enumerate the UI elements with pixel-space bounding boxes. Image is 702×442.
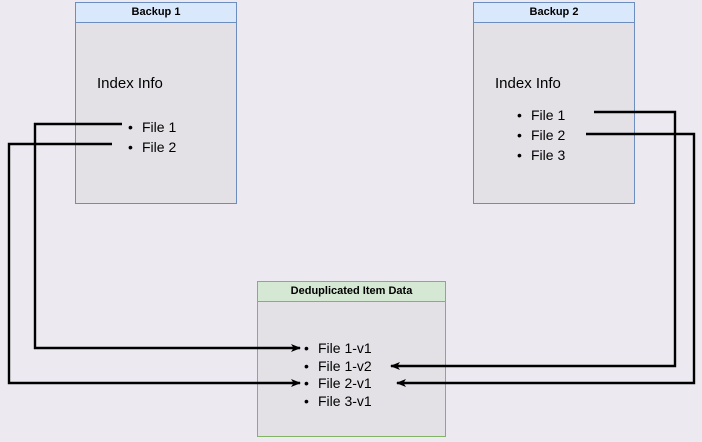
dedup-file-list: File 1-v1 File 1-v2 File 2-v1 File 3-v1 [304,340,372,410]
backup2-box[interactable]: Backup 2 Index Info File 1 File 2 File 3 [473,2,635,204]
dedup-header: Deduplicated Item Data [257,281,446,302]
list-item[interactable]: File 1 [128,117,176,137]
backup1-box[interactable]: Backup 1 Index Info File 1 File 2 [75,2,237,204]
backup2-header: Backup 2 [473,2,635,23]
backup2-file-list: File 1 File 2 File 3 [517,105,565,165]
list-item[interactable]: File 2-v1 [304,375,372,393]
backup1-index-info-label: Index Info [97,75,163,92]
backup1-body: Index Info File 1 File 2 [75,23,237,204]
backup1-file-list: File 1 File 2 [128,117,176,157]
backup2-index-info-label: Index Info [495,75,561,92]
list-item[interactable]: File 2 [517,125,565,145]
list-item[interactable]: File 1 [517,105,565,125]
dedup-box[interactable]: Deduplicated Item Data File 1-v1 File 1-… [257,281,446,437]
backup2-body: Index Info File 1 File 2 File 3 [473,23,635,204]
list-item[interactable]: File 3 [517,145,565,165]
dedup-body: File 1-v1 File 1-v2 File 2-v1 File 3-v1 [257,302,446,437]
list-item[interactable]: File 1-v1 [304,340,372,358]
list-item[interactable]: File 3-v1 [304,393,372,411]
list-item[interactable]: File 2 [128,137,176,157]
list-item[interactable]: File 1-v2 [304,358,372,376]
backup1-header: Backup 1 [75,2,237,23]
